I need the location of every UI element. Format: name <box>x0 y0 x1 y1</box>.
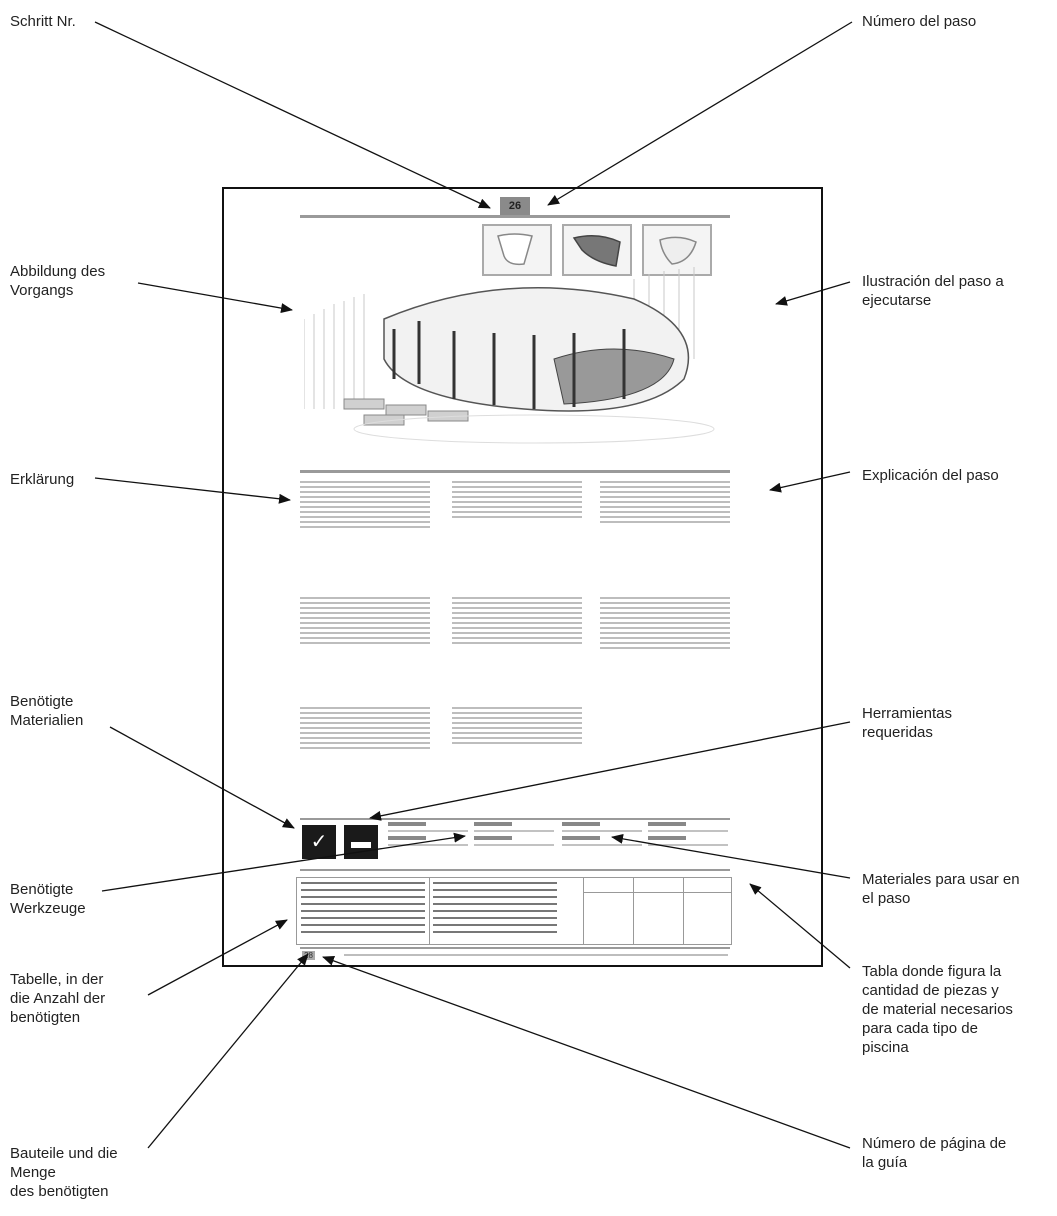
arrow-erklaerung <box>94 477 291 504</box>
header-rule <box>300 215 730 218</box>
label-werkzeuge: Benötigte Werkzeuge <box>10 880 86 918</box>
label-ilustracion: Ilustración del paso a ejecutarse <box>862 272 1004 310</box>
label-numero-paso: Número del paso <box>862 13 977 30</box>
label-pagina-line1: Número de página de <box>862 1135 1007 1152</box>
label-abbildung-line1: Abbildung des <box>10 263 106 280</box>
materials-column-4 <box>648 822 728 864</box>
arrow-tabelle <box>147 919 288 996</box>
materials-column-2 <box>474 822 554 864</box>
label-tabelle-line1: Tabelle, in der <box>10 971 104 988</box>
label-schritt-nr: Schritt Nr. <box>10 13 76 30</box>
label-ilustracion-line1: Ilustración del paso a <box>862 273 1004 290</box>
label-werkzeuge-line1: Benötigte <box>10 881 74 898</box>
arrow-werkzeuge <box>101 832 466 892</box>
detail-thumbnail-3 <box>642 224 712 276</box>
tool-icon-2: ▬ <box>344 825 378 859</box>
label-erklaerung: Erklärung <box>10 471 75 488</box>
detail-thumbnail-2 <box>562 224 632 276</box>
materials-column-3 <box>562 822 642 864</box>
arrow-tabla <box>749 883 851 969</box>
pool-illustration <box>304 267 715 444</box>
label-explicacion: Explicación del paso <box>862 467 999 484</box>
arrow-schritt-nr <box>94 21 491 209</box>
label-materialien-line2: Materialien <box>10 712 84 729</box>
table-header-row <box>583 892 731 893</box>
table-divider-2 <box>583 878 584 944</box>
label-bauteile-line3: des benötigten <box>10 1183 109 1200</box>
label-abbildung: Abbildung des Vorgangs <box>10 262 105 300</box>
label-materiales-line1: Materiales para usar en <box>862 871 1020 888</box>
label-tabelle-line2: die Anzahl der <box>10 990 106 1007</box>
arrow-materiales <box>611 833 851 879</box>
table-divider-3 <box>633 878 634 944</box>
table-text-2 <box>433 882 557 938</box>
label-werkzeuge-line2: Werkzeuge <box>10 900 86 917</box>
text-block-7 <box>300 707 430 752</box>
table-section-rule <box>300 869 730 871</box>
quantities-table <box>296 877 732 945</box>
label-materiales: Materiales para usar en el paso <box>862 870 1020 908</box>
text-block-6 <box>600 597 730 652</box>
label-herramientas-line2: requeridas <box>862 724 933 741</box>
label-tabla-line1: Tabla donde figura la <box>862 963 1002 980</box>
label-bauteile: Bauteile und die Menge des benötigten <box>10 1144 118 1201</box>
detail-thumbnail-1 <box>482 224 552 276</box>
tools-section-rule <box>300 818 730 820</box>
label-tabelle: Tabelle, in der die Anzahl der benötigte… <box>10 970 105 1027</box>
label-pagina: Número de página de la guía <box>862 1134 1006 1172</box>
label-tabla-line5: piscina <box>862 1039 909 1056</box>
materials-column-1 <box>388 822 468 864</box>
arrow-ilustracion <box>775 281 851 306</box>
text-block-1 <box>300 481 430 531</box>
label-bauteile-line2: Menge <box>10 1164 56 1181</box>
text-section-rule <box>300 470 730 473</box>
text-block-2 <box>452 481 582 521</box>
label-materiales-line2: el paso <box>862 890 911 907</box>
manual-page-mockup: 26 <box>222 187 823 967</box>
arrow-pagina <box>322 956 851 1149</box>
text-block-4 <box>300 597 430 647</box>
text-block-8 <box>452 707 582 747</box>
label-tabla-line3: de material necesarios <box>862 1001 1013 1018</box>
label-tabla: Tabla donde figura la cantidad de piezas… <box>862 962 1013 1057</box>
arrow-numero-paso <box>547 21 853 206</box>
table-text-1 <box>301 882 425 938</box>
footer-rule <box>300 947 730 949</box>
label-abbildung-line2: Vorgangs <box>10 282 74 299</box>
label-tabelle-line3: benötigten <box>10 1009 81 1026</box>
label-materialien-line1: Benötigte <box>10 693 74 710</box>
label-pagina-line2: la guía <box>862 1154 908 1171</box>
arrow-abbildung <box>137 282 293 314</box>
tool-icon-1: ✓ <box>302 825 336 859</box>
step-number-box: 26 <box>500 197 530 215</box>
label-tabla-line2: cantidad de piezas y <box>862 982 999 999</box>
text-block-5 <box>452 597 582 647</box>
label-herramientas: Herramientas requeridas <box>862 704 952 742</box>
arrow-materialien <box>109 726 295 829</box>
arrow-bauteile <box>147 953 309 1149</box>
label-tabla-line4: para cada tipo de <box>862 1020 978 1037</box>
text-block-3 <box>600 481 730 526</box>
label-bauteile-line1: Bauteile und die <box>10 1145 118 1162</box>
label-herramientas-line1: Herramientas <box>862 705 953 722</box>
table-divider-4 <box>683 878 684 944</box>
arrow-explicacion <box>769 471 851 493</box>
arrow-herramientas <box>369 721 851 821</box>
footer-text <box>344 954 728 957</box>
label-ilustracion-line2: ejecutarse <box>862 292 932 309</box>
table-divider-1 <box>429 878 430 944</box>
label-materialien: Benötigte Materialien <box>10 692 83 730</box>
